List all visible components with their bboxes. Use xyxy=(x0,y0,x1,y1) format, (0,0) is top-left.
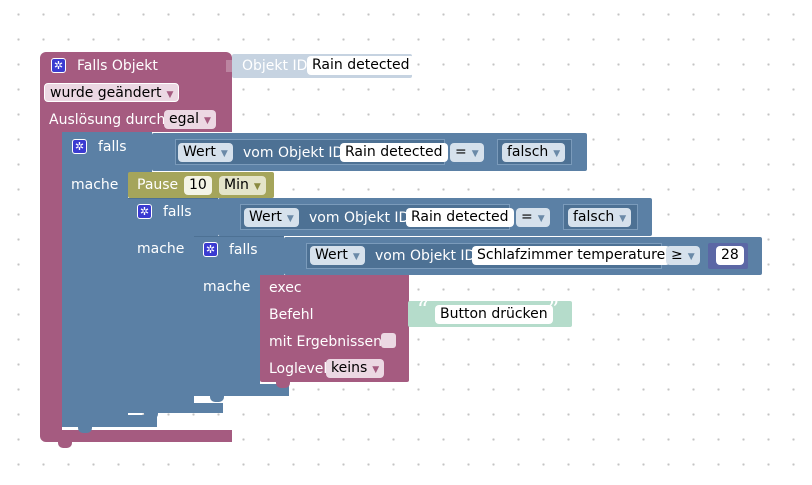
pause-label: Pause xyxy=(137,177,179,193)
do-2-label: mache xyxy=(137,241,185,257)
dropdown-arrow-icon: ▼ xyxy=(537,214,545,224)
do-1-label: mache xyxy=(71,177,119,193)
if-3-label: falls xyxy=(229,242,258,258)
exec-title: exec xyxy=(269,280,302,296)
condition-1-operator-value: = xyxy=(455,144,467,160)
condition-3-operator-dropdown[interactable]: ≥▼ xyxy=(666,246,700,265)
if-block-2-spine xyxy=(128,235,194,407)
condition-1-of-object-label: vom Objekt ID xyxy=(243,145,344,161)
pause-unit-value: Min xyxy=(224,177,249,193)
condition-1-property-dropdown[interactable]: Wert ▼ xyxy=(178,143,233,162)
dropdown-arrow-icon: ▼ xyxy=(619,214,627,224)
mode-dropdown-value: wurde geändert xyxy=(50,85,162,101)
dropdown-arrow-icon: ▼ xyxy=(220,149,228,159)
gear-icon[interactable]: ✲ xyxy=(137,204,152,219)
condition-1-operator-dropdown[interactable]: =▼ xyxy=(450,143,484,162)
condition-1-property-value: Wert xyxy=(183,144,216,160)
if-block-1-footer xyxy=(62,415,157,427)
if-block-3-spine xyxy=(194,272,260,390)
exec-bottom-notch xyxy=(276,382,290,388)
pause-unit-dropdown[interactable]: Min ▼ xyxy=(219,176,266,195)
condition-3-object-field[interactable]: Schlafzimmer temperature xyxy=(472,246,671,265)
condition-1-object-field[interactable]: Rain detected xyxy=(340,143,448,162)
loglevel-dropdown[interactable]: keins ▼ xyxy=(326,359,385,378)
trigger-title: Falls Objekt xyxy=(77,58,158,74)
trigger-block-spine xyxy=(40,130,62,432)
object-id-label: Objekt ID xyxy=(242,58,308,74)
exec-results-label: mit Ergebnissen xyxy=(269,334,383,350)
pause-amount-field[interactable]: 10 xyxy=(184,176,212,195)
condition-3-operator-value: ≥ xyxy=(671,247,683,263)
gear-icon[interactable]: ✲ xyxy=(203,242,218,257)
if-block-3-bottom-notch xyxy=(210,396,224,402)
if-1-label: falls xyxy=(98,139,127,155)
exec-loglevel-label: Loglevel xyxy=(269,361,328,377)
gear-icon[interactable]: ✲ xyxy=(51,58,66,73)
condition-2-operator-dropdown[interactable]: =▼ xyxy=(516,208,550,227)
exec-results-checkbox[interactable] xyxy=(381,333,396,348)
condition-3-property-value: Wert xyxy=(315,247,348,263)
trigger-type-dropdown[interactable]: egal ▼ xyxy=(164,110,216,129)
condition-3-property-dropdown[interactable]: Wert ▼ xyxy=(310,246,365,265)
trigger-type-dropdown-value: egal xyxy=(169,111,199,127)
exec-command-label: Befehl xyxy=(269,307,314,323)
dropdown-arrow-icon: ▼ xyxy=(352,252,360,262)
condition-2-property-value: Wert xyxy=(249,209,282,225)
mode-dropdown[interactable]: wurde geändert ▼ xyxy=(44,83,180,102)
trigger-output-connector xyxy=(226,60,233,72)
dropdown-arrow-icon: ▼ xyxy=(471,149,479,159)
dropdown-arrow-icon: ▼ xyxy=(372,365,380,375)
dropdown-arrow-icon: ▼ xyxy=(553,149,561,159)
if-block-3-footer xyxy=(194,384,289,396)
quote-open-icon: “ xyxy=(417,298,429,323)
condition-3-number-field[interactable]: 28 xyxy=(716,246,744,265)
condition-1-value: falsch xyxy=(507,144,549,160)
condition-2-value: falsch xyxy=(573,209,615,225)
if-block-1-bottom-notch xyxy=(78,427,92,433)
trigger-type-label: Auslösung durch xyxy=(49,112,166,128)
loglevel-value: keins xyxy=(331,360,368,376)
if-block-2-footer xyxy=(128,403,223,413)
dropdown-arrow-icon: ▼ xyxy=(286,214,294,224)
trigger-block-footer xyxy=(40,430,232,442)
trigger-bottom-notch xyxy=(58,442,72,448)
condition-2-object-field[interactable]: Rain detected xyxy=(406,208,514,227)
quote-close-icon: ” xyxy=(548,298,560,323)
condition-2-operator-value: = xyxy=(521,209,533,225)
if-block-2-bottom-notch xyxy=(144,413,158,419)
do-3-label: mache xyxy=(203,279,251,295)
condition-1-value-dropdown[interactable]: falsch ▼ xyxy=(502,143,566,162)
condition-2-property-dropdown[interactable]: Wert ▼ xyxy=(244,208,299,227)
condition-2-of-object-label: vom Objekt ID xyxy=(309,210,410,226)
if-block-1-spine xyxy=(62,170,128,420)
gear-icon[interactable]: ✲ xyxy=(72,139,87,154)
command-text-field[interactable]: Button drücken xyxy=(435,305,553,324)
condition-3-of-object-label: vom Objekt ID xyxy=(375,248,476,264)
dropdown-arrow-icon: ▼ xyxy=(166,90,174,100)
if-2-label: falls xyxy=(163,204,192,220)
object-id-field[interactable]: Rain detected xyxy=(307,56,415,75)
dropdown-arrow-icon: ▼ xyxy=(203,116,211,126)
dropdown-arrow-icon: ▼ xyxy=(253,182,261,192)
dropdown-arrow-icon: ▼ xyxy=(687,252,695,262)
condition-2-value-dropdown[interactable]: falsch ▼ xyxy=(568,208,632,227)
